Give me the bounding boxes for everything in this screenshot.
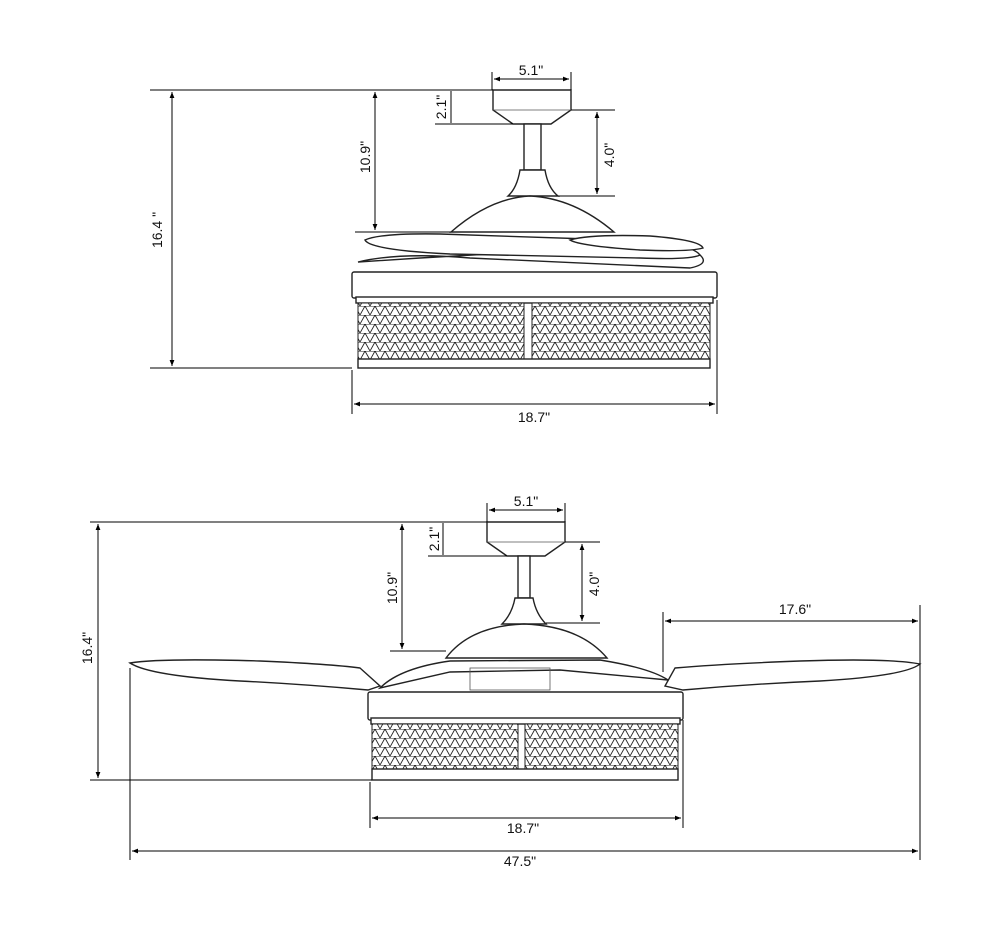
dimension-lines [150,72,718,414]
dim-body-width: 18.7" [507,820,539,836]
cage-bottom-band [371,768,679,781]
canopy [492,89,572,125]
mesh-cage-right [524,723,679,770]
dim-ceiling-to-blades: 10.9" [357,141,373,173]
mesh-cage-left [371,723,519,770]
cage-top-rim [370,717,681,725]
dim-total-span: 47.5" [504,853,536,869]
canopy [486,521,566,557]
dimension-lines [90,503,921,860]
downrod [523,123,542,171]
retracted-blades [357,233,704,269]
motor-dome [444,623,609,659]
light-housing [367,691,684,721]
dim-ceiling-to-blades: 10.9" [384,572,400,604]
dim-downrod: 4.0" [586,572,602,596]
right-blade [663,659,922,691]
dim-canopy-width: 5.1" [514,493,538,509]
fan-retracted-view: 5.1" 2.1" 4.0" 10.9" 16.4 " 18.7" [149,62,718,425]
downrod [517,555,531,599]
dim-canopy-height: 2.1" [433,95,449,119]
fan-drawing [128,521,922,781]
motor-hub [500,597,548,625]
dim-body-width: 18.7" [518,409,550,425]
light-housing [351,271,718,299]
cage-top-rim [355,296,714,304]
fan-drawing [351,89,718,369]
dim-downrod: 4.0" [601,143,617,167]
motor-dome [449,195,616,233]
dim-total-height: 16.4" [79,632,95,664]
cage-bottom-band [357,358,711,369]
dim-total-height: 16.4 " [149,212,165,248]
mesh-cage-right [531,302,711,360]
fan-extended-view: 5.1" 2.1" 4.0" 10.9" 16.4" 17.6" 18.7" 4… [79,493,922,869]
dim-blade-reach: 17.6" [779,601,811,617]
mesh-cage-left [357,302,525,360]
motor-hub [506,169,560,197]
dim-canopy-height: 2.1" [426,527,442,551]
left-blade [128,659,382,691]
extended-blades [128,659,922,691]
dim-canopy-width: 5.1" [519,62,543,78]
